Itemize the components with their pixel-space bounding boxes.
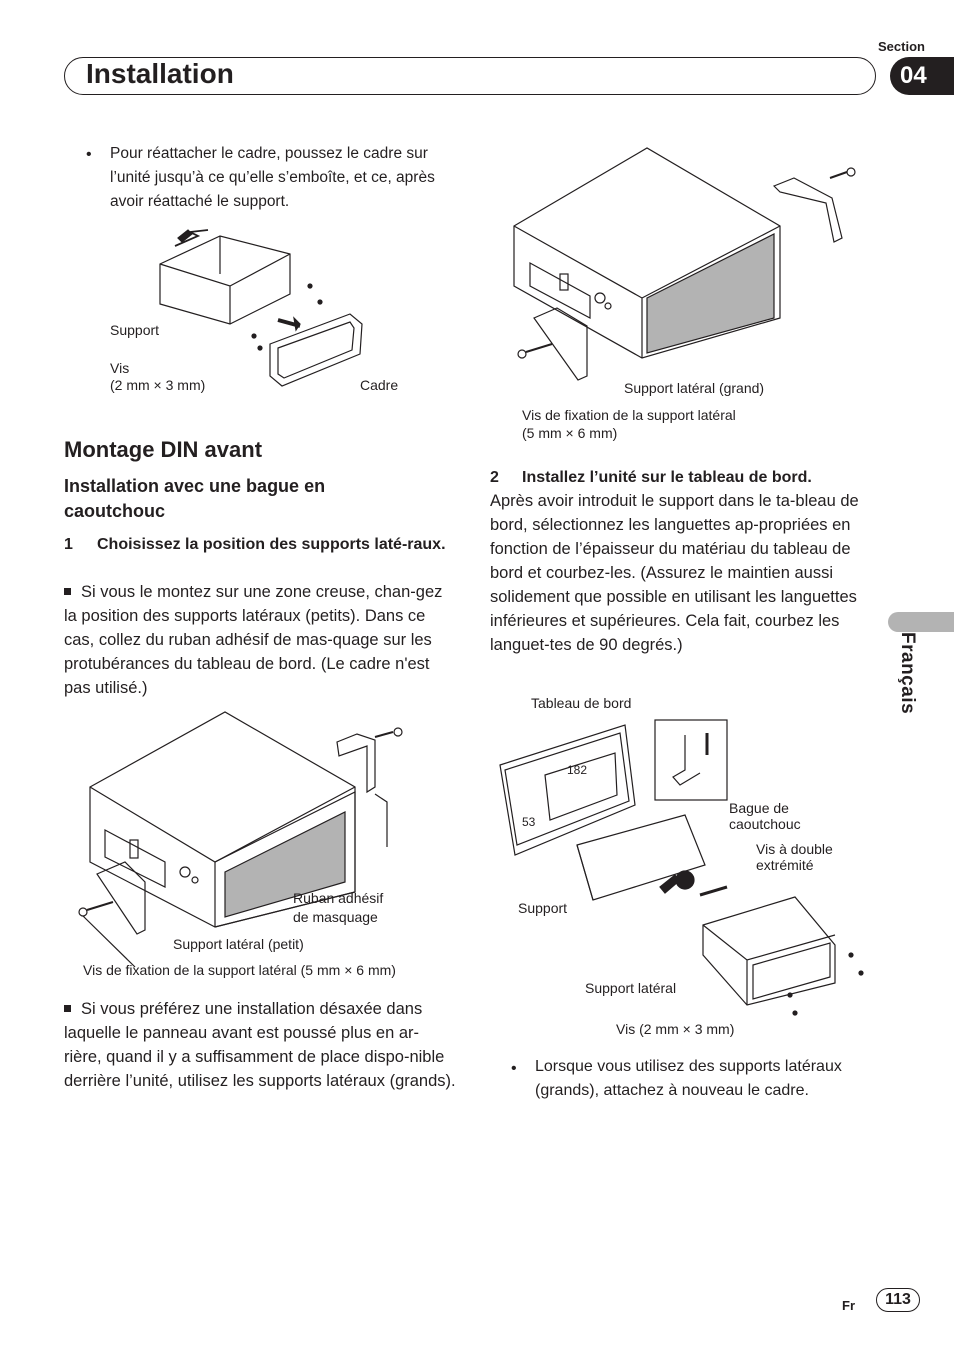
fig2-label-ruban: Ruban adhésif <box>293 890 384 906</box>
step1-number: 1 <box>64 536 73 553</box>
page-number: 113 <box>876 1288 920 1312</box>
note1-text: Si vous le montez sur une zone creuse, c… <box>64 583 443 697</box>
bullet-icon: • <box>511 1060 517 1077</box>
bullet-icon: • <box>86 146 92 163</box>
page-title: Installation <box>86 58 234 89</box>
fig2-label-ruban2: de masquage <box>293 909 378 925</box>
section-heading: Montage DIN avant <box>64 437 263 462</box>
rubber-bushing-installation-illustration <box>499 719 864 1016</box>
subsection-heading: Installation avec une bague en caoutchou… <box>64 476 326 521</box>
section-number-badge: 04 <box>890 57 954 95</box>
note2-text: Si vous préférez une installation désaxé… <box>64 1000 456 1090</box>
side-bracket-large-illustration <box>513 147 856 381</box>
step2-number: 2 <box>490 469 499 486</box>
note-square-icon <box>64 588 71 595</box>
fig4-label-dim-53: 53 <box>522 815 536 829</box>
step2-body: Après avoir introduit le support dans le… <box>490 492 859 654</box>
fig4-label-bague: Bague de <box>729 800 789 816</box>
fig1-label-vis-size: (2 mm × 3 mm) <box>110 377 206 393</box>
frame-reattach-illustration <box>159 229 363 387</box>
note2-block: Si vous préférez une installation désaxé… <box>64 997 456 1093</box>
fig4-label-vis: Vis (2 mm × 3 mm) <box>616 1021 735 1037</box>
language-tab <box>888 612 954 632</box>
fig2-label-vis-fixation: Vis de fixation de la support latéral (5… <box>83 962 396 978</box>
final-bullet-text: Lorsque vous utilisez des supports latér… <box>535 1058 842 1099</box>
intro-bullet-text: Pour réattacher le cadre, poussez le cad… <box>110 145 435 210</box>
step2-text: Installez l’unité sur le tableau de bord… <box>522 469 812 486</box>
fig2-label-support-petit: Support latéral (petit) <box>173 936 304 952</box>
fig1-label-support: Support <box>110 322 160 338</box>
header-bar <box>64 57 876 95</box>
note1-block: Si vous le montez sur une zone creuse, c… <box>64 580 456 700</box>
footer-lang-code: Fr <box>842 1298 855 1313</box>
fig4-label-support: Support <box>518 900 568 916</box>
step1-text: Choisissez la position des supports laté… <box>97 536 446 553</box>
side-bracket-small-illustration <box>78 711 403 968</box>
fig4-label-bague2: caoutchouc <box>729 816 801 832</box>
fig4-label-support-lateral: Support latéral <box>585 980 677 996</box>
fig3-label-support-grand: Support latéral (grand) <box>624 380 765 396</box>
fig4-label-vis-double: Vis à double <box>756 841 833 857</box>
fig3-label-vis-size: (5 mm × 6 mm) <box>522 425 618 441</box>
fig3-label-vis-fixation: Vis de fixation de la support latéral <box>522 407 736 423</box>
fig4-label-tableau: Tableau de bord <box>531 695 632 711</box>
section-label: Section <box>878 39 925 54</box>
fig4-label-dim-182: 182 <box>567 763 588 777</box>
fig4-label-vis-double2: extrémité <box>756 857 814 873</box>
language-label: Français <box>897 632 918 715</box>
fig1-label-cadre: Cadre <box>360 377 399 393</box>
fig1-label-vis: Vis <box>110 360 130 376</box>
note-square-icon <box>64 1005 71 1012</box>
